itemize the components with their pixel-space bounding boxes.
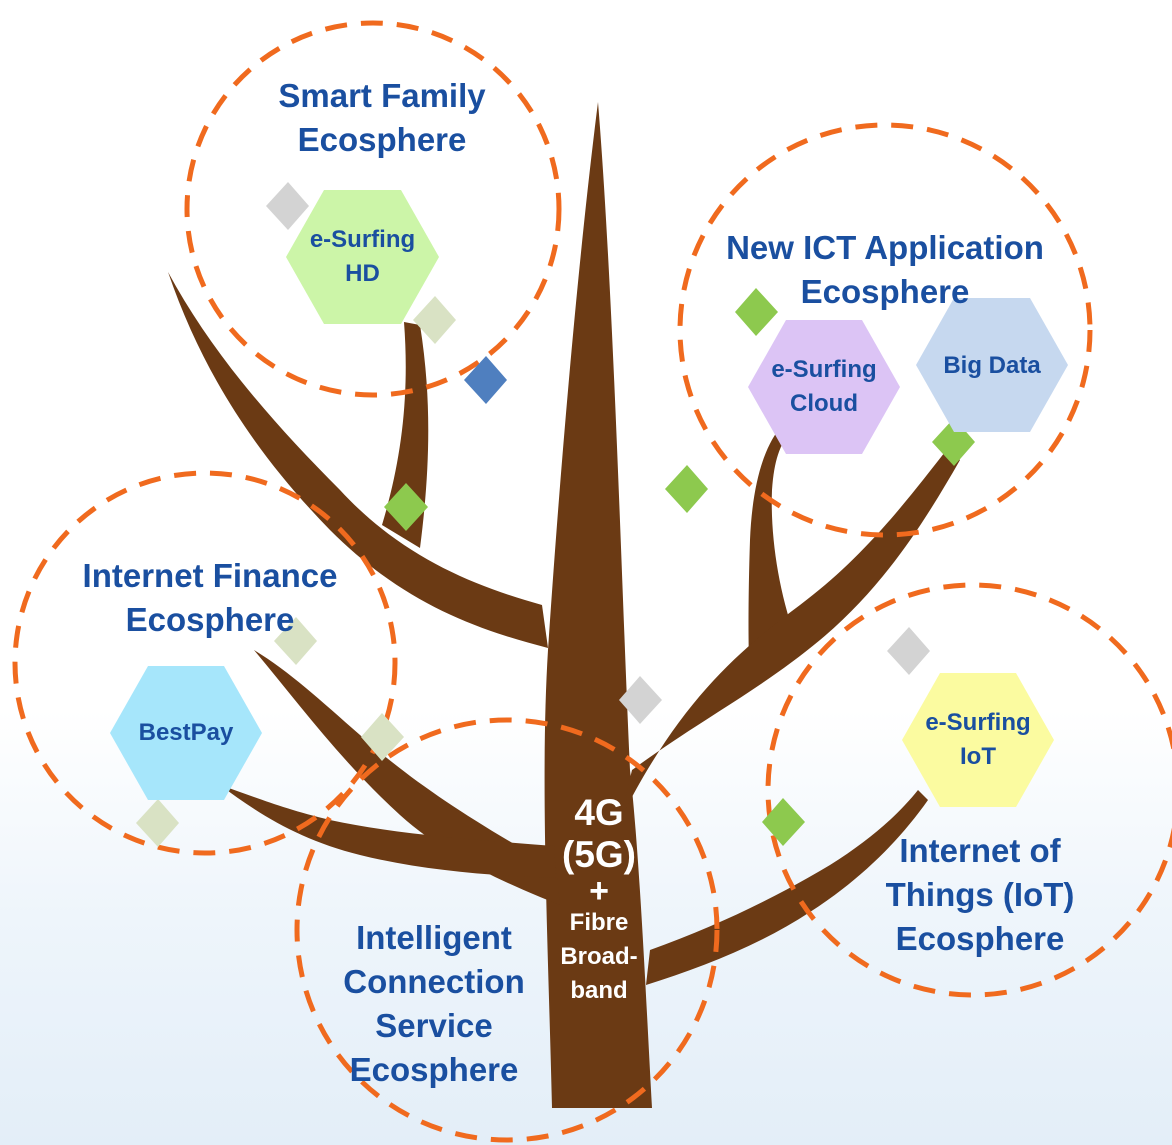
ecosphere-circles [12,20,1172,1143]
hex-pale-small [361,713,404,761]
hex-blue-small [464,356,507,404]
new-ict-title-line1: New ICT Application [726,229,1044,266]
internet-finance-title-line1: Internet Finance [82,557,338,594]
iot-title-line2: Things (IoT) [885,876,1075,913]
hex-green-small [665,465,708,513]
esurfing-hd-hexagon [286,190,439,324]
iot-title-line3: Ecosphere [895,920,1065,957]
big-data-hexagon [916,298,1068,432]
bestpay-label: BestPay [110,715,262,751]
hex-pale-small [136,799,179,847]
trunk-label-broad: Broad- [560,943,638,970]
trunk-label-band: band [570,977,628,1004]
esurfing-cloud-label: e-Surfing Cloud [748,352,900,422]
trunk-label-fibre: Fibre [569,909,629,936]
intelligent-connection-title-line1: Intelligent [356,919,512,956]
esurfing-iot-label-line2: IoT [960,743,996,770]
intelligent-connection-title-line3: Service [375,1007,493,1044]
trunk-main [544,102,652,1108]
new-ict-circle [677,122,1093,538]
esurfing-iot-hexagon [902,673,1054,807]
bestpay-hexagon [110,666,262,800]
esurfing-hd-label-line2: HD [345,260,380,287]
smart-family-title: Smart Family Ecosphere [232,74,532,162]
hex-grey-small [266,182,309,230]
big-data-label-text: Big Data [943,352,1041,379]
trunk-label: 4G (5G) + Fibre Broad- band [536,792,662,1008]
hex-pale-small [413,296,456,344]
iot-title-line1: Internet of [899,832,1061,869]
trunk-label-4g: 4G [574,792,624,833]
branch-big-data [620,448,960,820]
decorative-hexagons [136,182,975,847]
internet-finance-circle [12,470,398,856]
esurfing-cloud-label-line2: Cloud [790,390,858,417]
smart-family-title-line1: Smart Family [278,77,486,114]
hex-green-small [762,798,805,846]
new-ict-title: New ICT Application Ecosphere [690,226,1080,314]
tree-trunk [168,102,960,1108]
esurfing-hd-label: e-Surfing HD [286,222,439,292]
new-ict-title-line2: Ecosphere [800,273,970,310]
product-hexagons [110,190,1068,807]
internet-finance-title: Internet Finance Ecosphere [50,554,370,642]
trunk-label-plus: + [589,872,609,910]
hex-pale-small [274,617,317,665]
esurfing-iot-label-line1: e-Surfing [925,709,1031,736]
trunk-label-5g: (5G) [562,834,636,875]
bestpay-label-text: BestPay [138,719,234,746]
intelligent-connection-title-line2: Connection [343,963,525,1000]
hex-green-small [384,483,428,531]
internet-finance-title-line2: Ecosphere [125,601,295,638]
esurfing-cloud-label-line1: e-Surfing [771,356,877,383]
iot-title: Internet of Things (IoT) Ecosphere [860,829,1100,961]
branch-bestpay [220,785,556,878]
branch-smart-family [168,272,548,648]
hex-grey-small [619,676,662,724]
intelligent-connection-title-line4: Ecosphere [349,1051,519,1088]
smart-family-title-line2: Ecosphere [297,121,467,158]
hex-grey-small [887,627,930,675]
big-data-label: Big Data [916,348,1068,384]
branch-esurfing-hd [382,322,429,548]
intelligent-connection-circle [294,717,720,1143]
esurfing-iot-label: e-Surfing IoT [902,705,1054,775]
hex-green-small [735,288,778,336]
intelligent-connection-title: Intelligent Connection Service Ecosphere [318,916,550,1092]
esurfing-hd-label-line1: e-Surfing [309,226,416,253]
esurfing-cloud-hexagon [748,320,900,454]
smart-family-circle [184,20,562,398]
